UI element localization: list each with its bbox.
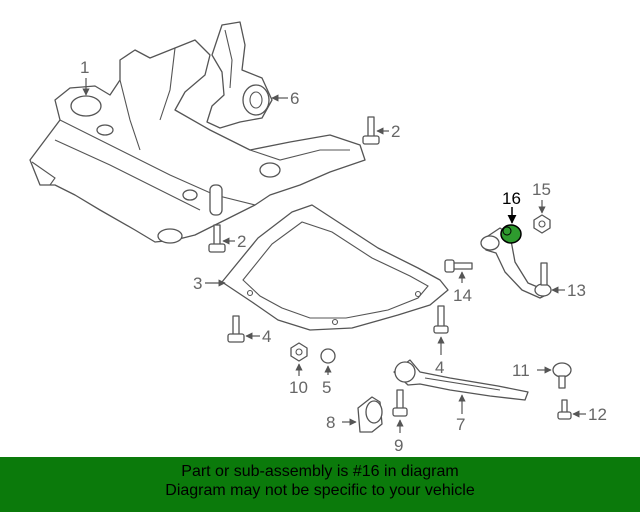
parts-diagram: 1 6 2 2 3 4 4 10 5 8 9 7 11 12 13 14 15 … xyxy=(29,21,607,455)
part-info-banner: Part or sub-assembly is #16 in diagram D… xyxy=(0,457,640,512)
callout-8: 8 xyxy=(326,413,335,432)
control-arm-part xyxy=(480,227,552,299)
knuckle-part xyxy=(206,21,273,129)
callout-2: 2 xyxy=(237,232,246,251)
callout-7: 7 xyxy=(456,415,465,434)
bolt-part xyxy=(392,389,408,417)
callout-4: 4 xyxy=(262,327,271,346)
callout-11: 11 xyxy=(512,361,530,380)
banner-line-1: Part or sub-assembly is #16 in diagram xyxy=(181,463,459,480)
bolt-part xyxy=(227,315,245,343)
highlighted-bushing-part xyxy=(500,224,522,244)
callout-12: 12 xyxy=(588,405,607,424)
callout-5: 5 xyxy=(322,378,331,397)
ball-joint-part xyxy=(552,362,572,389)
splash-shield-part xyxy=(221,204,449,331)
lower-control-arm-part xyxy=(393,359,529,401)
banner-line-2: Diagram may not be specific to your vehi… xyxy=(165,482,475,499)
callout-4: 4 xyxy=(435,358,444,377)
callout-15: 15 xyxy=(532,180,551,199)
nut-part xyxy=(533,214,551,234)
callout-2: 2 xyxy=(391,122,400,141)
bushing-part xyxy=(357,396,383,433)
callout-14: 14 xyxy=(453,286,472,305)
nut-part xyxy=(290,342,308,362)
bolt-part xyxy=(208,224,226,253)
callout-3: 3 xyxy=(193,274,202,293)
callout-10: 10 xyxy=(289,378,308,397)
bushing-part xyxy=(320,348,336,364)
bolt-part xyxy=(362,116,380,145)
callout-1: 1 xyxy=(80,58,89,77)
bolt-part xyxy=(557,399,572,420)
callout-9: 9 xyxy=(394,436,403,455)
callout-13: 13 xyxy=(567,281,586,300)
bolt-part xyxy=(433,305,449,334)
bolt-part xyxy=(444,259,473,273)
callout-16: 16 xyxy=(502,189,521,208)
callout-6: 6 xyxy=(290,89,299,108)
subframe-part xyxy=(29,39,366,244)
leader-lines xyxy=(82,78,586,433)
